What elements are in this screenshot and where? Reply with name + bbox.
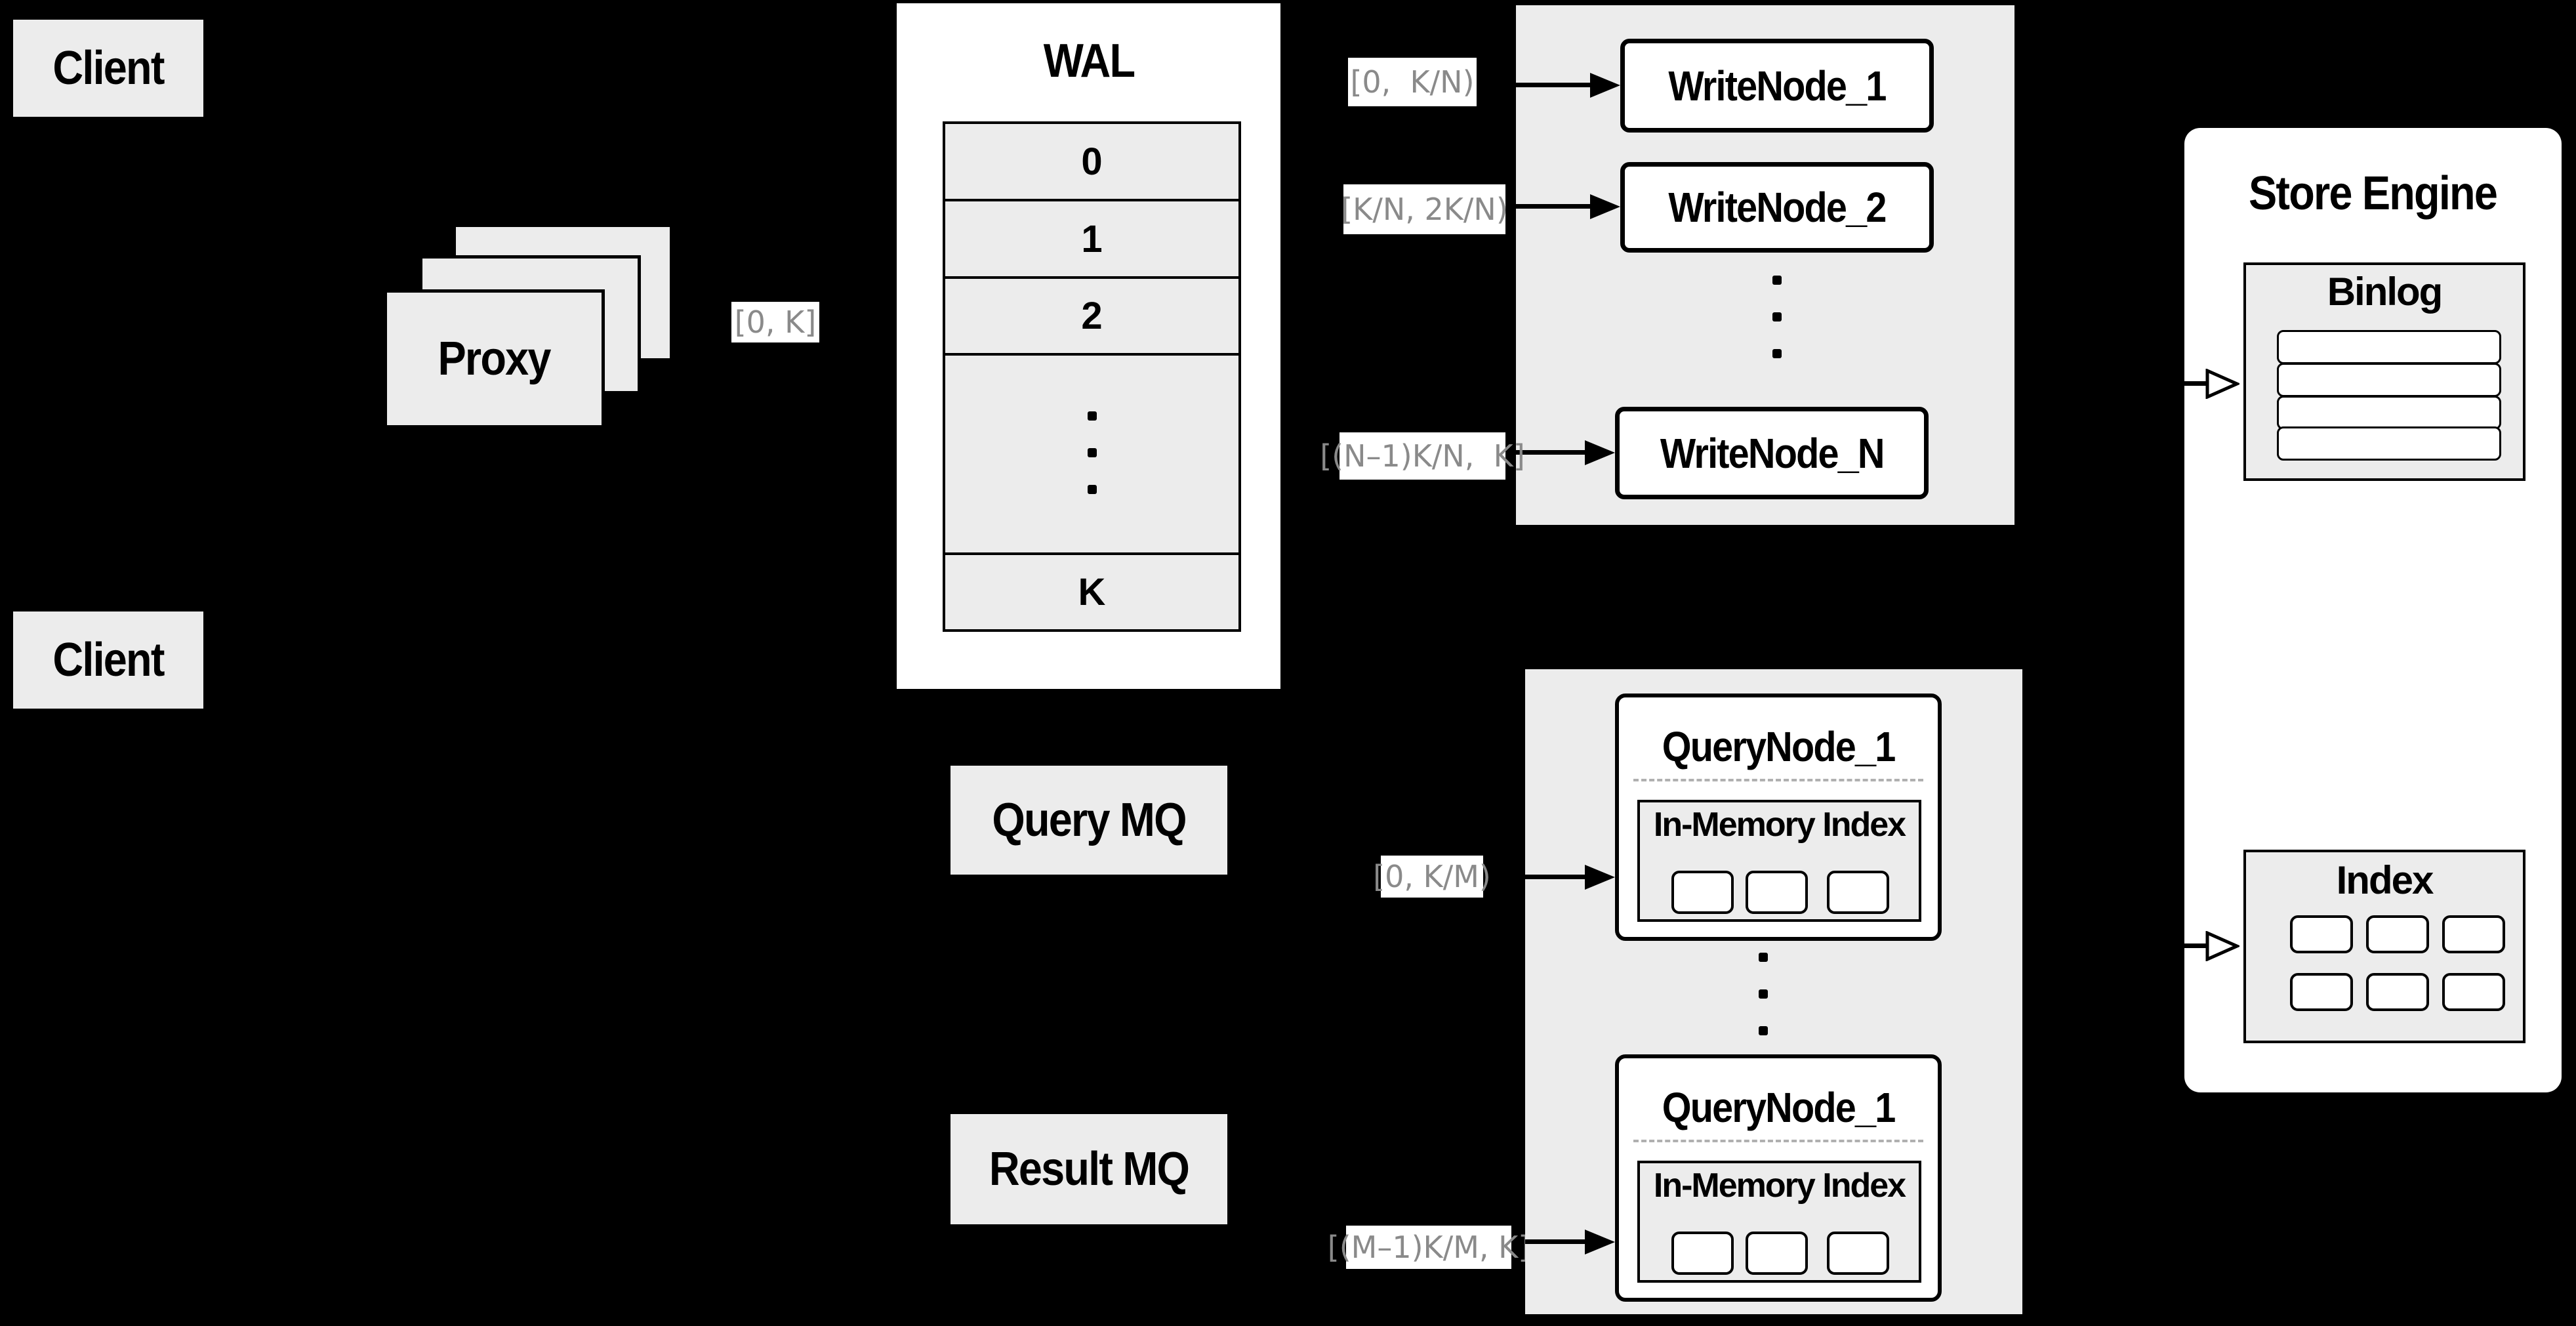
- result-mq-label: Result MQ: [989, 1143, 1190, 1195]
- binlog-bar: [2277, 396, 2501, 430]
- write-node-2: WriteNode_2: [1620, 162, 1934, 253]
- binlog-bar: [2277, 363, 2501, 397]
- arrowhead-query-m-icon: [1585, 1230, 1615, 1254]
- arrow-shaft-write-n: [1516, 450, 1587, 455]
- write-node-n: WriteNode_N: [1615, 407, 1929, 499]
- query-node-top: QueryNode_1 In-Memory Index: [1615, 694, 1942, 941]
- query-node-cluster: QueryNode_1 In-Memory Index QueryNode_1 …: [1525, 669, 2022, 1314]
- index-cell: [2442, 915, 2505, 953]
- query-node-bottom: QueryNode_1 In-Memory Index: [1615, 1054, 1942, 1302]
- query-node-top-divider: [1633, 779, 1923, 781]
- in-memory-index-title-bottom: In-Memory Index: [1653, 1167, 1906, 1205]
- wal-row-0: 0: [945, 124, 1238, 201]
- result-mq-box: Result MQ: [947, 1111, 1231, 1228]
- wal-row-2: 2: [945, 279, 1238, 356]
- query-node-top-title-text: QueryNode_1: [1662, 723, 1896, 770]
- arrow-shaft-index: [2184, 943, 2208, 948]
- query-node-bottom-divider: [1633, 1140, 1923, 1142]
- binlog-title: Binlog: [2327, 270, 2443, 314]
- memory-cell: [1671, 871, 1734, 914]
- index-cell: [2442, 973, 2505, 1011]
- edge-label-write-2: [K/N, 2K/N): [1341, 184, 1508, 234]
- arrowhead-query-1-icon: [1585, 865, 1615, 890]
- wal-vertical-ellipsis-icon: [1087, 411, 1097, 494]
- query-mq-box: Query MQ: [947, 762, 1231, 878]
- binlog-bar: [2277, 330, 2501, 364]
- binlog-box: Binlog: [2243, 262, 2525, 481]
- wal-row-k: K: [1078, 571, 1106, 613]
- memory-cell: [1746, 871, 1808, 914]
- hollow-arrowhead-index-icon: [2205, 931, 2239, 961]
- in-memory-index-box-bottom: In-Memory Index: [1637, 1161, 1921, 1283]
- arrow-shaft-write-2: [1516, 204, 1593, 209]
- arrow-shaft-query-m: [1525, 1239, 1587, 1244]
- arrowhead-write-1-icon: [1590, 73, 1620, 98]
- store-engine-panel: Store Engine Binlog Index: [2184, 128, 2562, 1092]
- query-mq-label: Query MQ: [992, 794, 1187, 846]
- index-cell: [2290, 915, 2353, 953]
- memory-cell: [1671, 1232, 1734, 1275]
- index-cell: [2366, 973, 2429, 1011]
- arrow-shaft-binlog: [2184, 381, 2208, 386]
- hollow-arrowhead-binlog-icon: [2205, 369, 2239, 399]
- index-cell: [2290, 973, 2353, 1011]
- wal-segment-table: 0 1 2 K: [943, 121, 1241, 632]
- index-title: Index: [2336, 858, 2434, 902]
- client-box-bottom: Client: [10, 608, 207, 712]
- write-node-1: WriteNode_1: [1620, 39, 1934, 133]
- index-box: Index: [2243, 850, 2525, 1043]
- store-engine-title-text: Store Engine: [2249, 167, 2498, 220]
- index-cell: [2366, 915, 2429, 953]
- wal-row-ellipsis: [945, 356, 1238, 555]
- edge-label-write-1: [0, K/N): [1348, 58, 1477, 106]
- binlog-bar: [2277, 426, 2501, 461]
- query-node-top-title: QueryNode_1: [1619, 722, 1938, 771]
- proxy-label: Proxy: [438, 333, 552, 385]
- write-node-n-label: WriteNode_N: [1660, 429, 1885, 477]
- wal-panel: WAL 0 1 2 K: [897, 3, 1280, 689]
- memory-cell: [1827, 1232, 1889, 1275]
- client-bottom-label: Client: [52, 634, 165, 686]
- write-node-ellipsis-icon: [1772, 276, 1782, 358]
- arrowhead-write-n-icon: [1585, 440, 1615, 465]
- query-node-bottom-title: QueryNode_1: [1619, 1083, 1938, 1132]
- in-memory-index-box-top: In-Memory Index: [1637, 800, 1921, 922]
- in-memory-index-title-top: In-Memory Index: [1653, 806, 1906, 844]
- wal-title: WAL: [897, 35, 1280, 87]
- query-node-bottom-title-text: QueryNode_1: [1662, 1084, 1896, 1131]
- wal-title-text: WAL: [1043, 35, 1135, 87]
- edge-label-write-n: [(N–1)K/N, K]: [1320, 432, 1525, 480]
- write-node-1-label: WriteNode_1: [1668, 62, 1887, 110]
- memory-cell: [1827, 871, 1889, 914]
- edge-label-proxy-to-wal: [0, K]: [731, 302, 819, 342]
- client-box-top: Client: [10, 16, 207, 120]
- query-node-ellipsis-icon: [1759, 953, 1768, 1035]
- edge-label-query-m: [(M–1)K/M, K]: [1328, 1226, 1530, 1269]
- wal-row-1: 1: [945, 201, 1238, 279]
- proxy-card-front: Proxy: [384, 289, 605, 428]
- edge-label-query-1: [0, K/M): [1373, 856, 1491, 898]
- arrow-shaft-write-1: [1516, 83, 1593, 87]
- memory-cell: [1746, 1232, 1808, 1275]
- client-top-label: Client: [52, 42, 165, 94]
- arrow-shaft-query-1: [1525, 875, 1587, 879]
- store-engine-title: Store Engine: [2184, 167, 2562, 220]
- arrowhead-write-2-icon: [1590, 194, 1620, 219]
- write-node-2-label: WriteNode_2: [1668, 184, 1887, 231]
